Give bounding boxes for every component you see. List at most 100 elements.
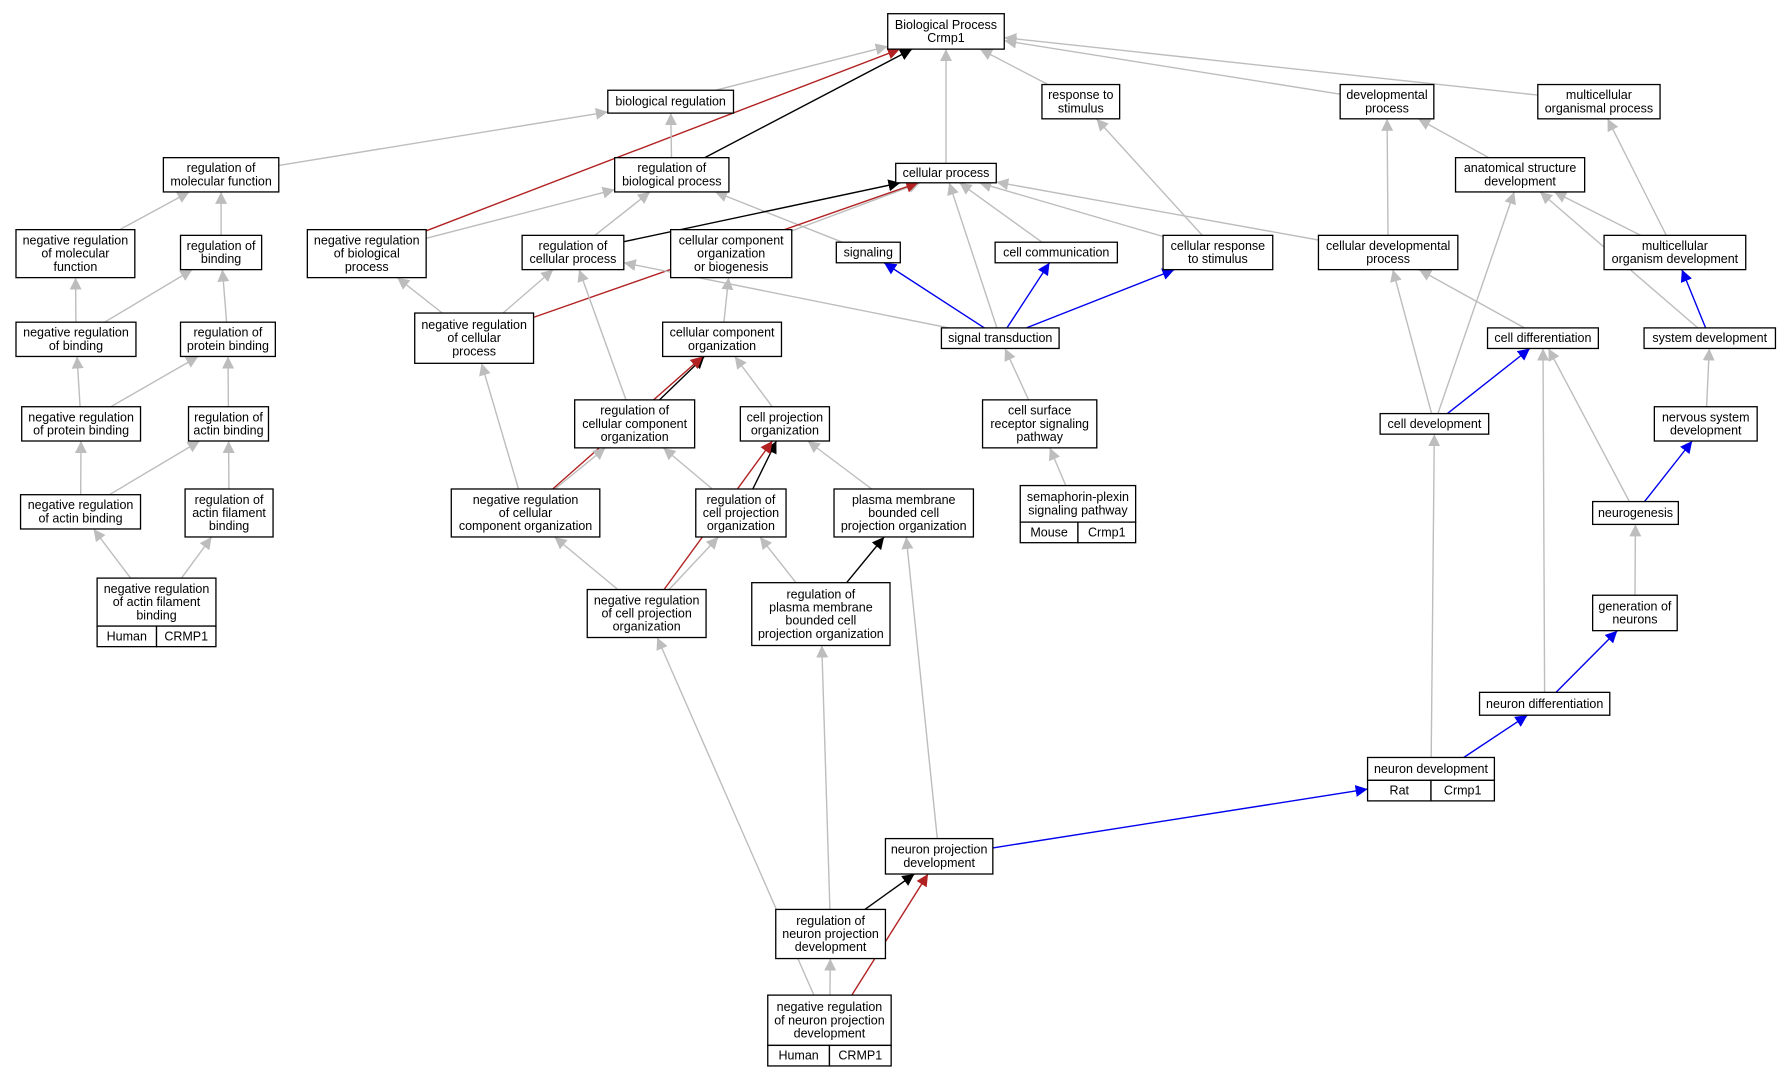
node-label-line: regulation of	[194, 410, 263, 424]
node-box	[775, 908, 887, 960]
go-term-node-sysdev[interactable]: system development	[1643, 327, 1777, 350]
node-box	[574, 399, 696, 449]
node-label-line: of biological	[334, 247, 400, 261]
edge-negcpo-to-negcco	[554, 536, 619, 591]
node-label-line: negative regulation	[473, 493, 579, 507]
go-term-node-cellproc[interactable]: cellular process	[895, 162, 997, 184]
species-label: Human	[107, 629, 147, 643]
node-box	[179, 321, 276, 358]
node-box	[586, 588, 707, 639]
node-label-line: regulation of	[600, 404, 669, 418]
edge-negbind-to-regbind	[104, 268, 193, 323]
go-term-node-cellcomm[interactable]: cell communication	[994, 241, 1119, 264]
go-term-node-sigtrans[interactable]: signal transduction	[940, 327, 1060, 350]
node-label-line: regulation of	[187, 161, 256, 175]
node-label-line: binding	[209, 519, 249, 533]
go-term-node-signaling[interactable]: signaling	[835, 241, 901, 264]
edge-sigtrans-to-cellresp	[1026, 268, 1175, 329]
node-label-line: cellular developmental	[1326, 239, 1450, 253]
edge-regbio-to-bioreg	[664, 113, 677, 158]
gene-cell	[155, 625, 217, 648]
go-term-node-bioreg[interactable]: biological regulation	[607, 89, 735, 114]
species-label: Human	[778, 1049, 818, 1063]
node-box	[1537, 83, 1661, 120]
edge-celldevproc-to-cellproc	[996, 178, 1319, 241]
go-term-node-neurdiff[interactable]: neuron differentiation	[1478, 691, 1611, 716]
node-label-line: signaling	[844, 245, 893, 259]
gene-label: CRMP1	[164, 629, 208, 643]
edge-ccob-to-cellproc	[791, 181, 921, 232]
node-label-line: neuron development	[1374, 762, 1488, 776]
node-label-line: generation of	[1598, 599, 1672, 613]
node-label-line: neuron differentiation	[1486, 697, 1603, 711]
edge-csrsp-to-sigtrans	[1004, 348, 1030, 401]
node-label-line: regulation of	[786, 587, 855, 601]
edge-npd-to-pmbcpo	[901, 536, 938, 839]
edge-multi-to-bp	[1004, 33, 1538, 96]
edge-negprot-to-regprot	[110, 355, 199, 408]
node-label-line: multicellular	[1642, 239, 1708, 253]
node-box	[1591, 500, 1679, 526]
node-label-line: nervous system	[1662, 410, 1750, 424]
edge-regcpo-to-cpo	[752, 440, 778, 490]
node-box	[887, 13, 1005, 50]
node-label-line: neuron projection	[782, 927, 879, 941]
node-box	[833, 488, 975, 538]
node-box	[306, 228, 427, 279]
edge-celldevproc-to-devproc	[1381, 118, 1394, 236]
go-term-node-celldev[interactable]: cell development	[1379, 412, 1490, 435]
edge-bioreg-to-bp	[715, 43, 888, 91]
go-term-node-neurogen[interactable]: neurogenesis	[1591, 500, 1679, 526]
node-label-line: neurons	[1612, 613, 1657, 627]
go-term-node-celldiff[interactable]: cell differentiation	[1486, 327, 1600, 350]
node-label-line: organization	[707, 519, 775, 533]
node-label-line: neuron projection	[891, 843, 988, 857]
node-label-line: signaling pathway	[1028, 503, 1128, 517]
node-label-line: regulation of	[195, 493, 264, 507]
node-label-line: biological process	[622, 174, 721, 188]
node-label-line: cell communication	[1003, 245, 1109, 259]
node-box	[450, 488, 601, 538]
node-box	[179, 234, 263, 271]
node-label-line: biological regulation	[615, 95, 726, 109]
